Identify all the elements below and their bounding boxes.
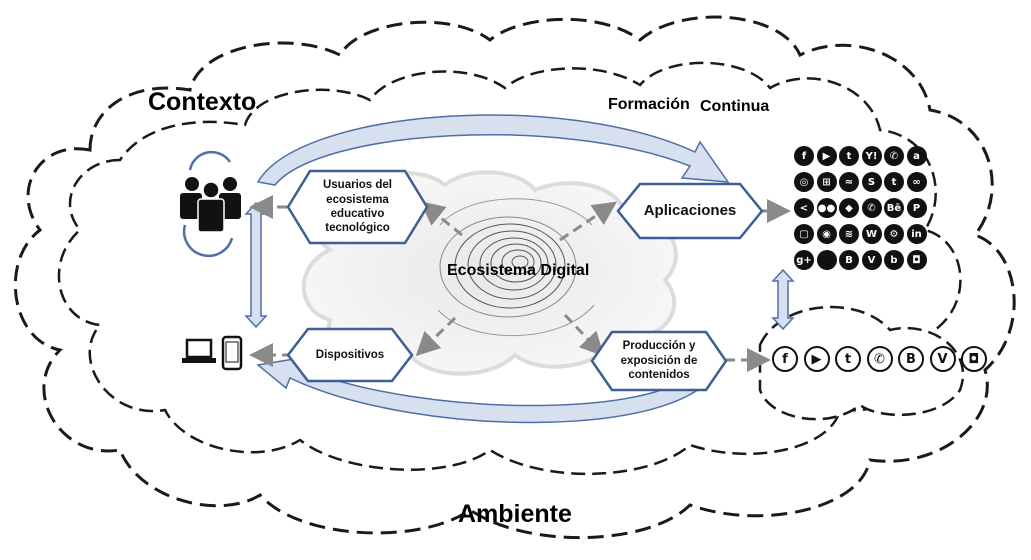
aplicaciones-node: Aplicaciones: [630, 184, 750, 238]
amazon-icon: a: [906, 146, 927, 166]
dispositivos-label: Dispositivos: [315, 348, 385, 361]
hex-dispositivos: [286, 327, 414, 383]
produccion-line: contenidos: [628, 369, 690, 382]
produccion-line: Producción y: [622, 340, 696, 353]
twitter-icon: t: [835, 346, 861, 372]
usuarios-line: tecnológico: [325, 222, 390, 235]
youtube-icon: ▶: [803, 346, 830, 372]
right-cloud-bump: [758, 305, 965, 421]
users-icon: [180, 150, 241, 258]
devices-icon: [182, 335, 243, 371]
usuarios-line: Usuarios del: [322, 179, 393, 192]
continua-label: Continua: [700, 98, 770, 115]
right-double-arrow: [771, 268, 795, 331]
whatsapp-icon: ✆: [884, 146, 904, 166]
vine-icon: V: [861, 250, 882, 270]
usuarios-line: educativo: [330, 208, 385, 220]
rss-icon: ≈: [839, 172, 859, 192]
hex-usuarios: [286, 169, 429, 245]
lastfm-icon: ∞: [906, 172, 927, 192]
wifi-icon: ≋: [839, 224, 859, 244]
windows-icon: ⊞: [816, 172, 837, 192]
dispositivos-node: Dispositivos: [300, 329, 400, 381]
linkedin-icon: in: [906, 224, 927, 244]
produccion-node: Producción y exposición de contenidos: [604, 332, 714, 390]
apple-icon: [816, 250, 837, 270]
yahoo-icon: Y!: [861, 146, 882, 166]
share-icon: <: [794, 198, 814, 218]
aplicaciones-label: Aplicaciones: [643, 201, 737, 219]
facebook-icon: f: [772, 346, 798, 372]
facebook-icon: f: [794, 146, 814, 166]
usuarios-line: ecosistema: [326, 193, 389, 206]
instagram-icon: ◘: [906, 250, 927, 270]
android-icon: ◉: [816, 224, 837, 244]
usuarios-node: Usuarios del ecosistema educativo tecnol…: [300, 171, 415, 243]
chat-icon: ◆: [839, 198, 859, 218]
clipboard-icon: ▢: [794, 224, 814, 244]
ambiente-label: Ambiente: [458, 500, 572, 528]
twitter-icon: t: [839, 146, 859, 166]
youtube-icon: ▶: [816, 146, 837, 166]
phone-icon: ✆: [861, 198, 882, 218]
dribbble-icon: ◎: [794, 172, 814, 192]
settings-icon: ⚙: [884, 224, 904, 244]
whatsapp-icon: ✆: [866, 346, 893, 372]
formacion-label: Formación: [608, 96, 690, 113]
googleplus-icon: g+: [794, 250, 814, 270]
dashed-connectors: [249, 195, 791, 372]
top-curved-arrow: [256, 114, 730, 186]
vine-icon: V: [929, 346, 956, 372]
spiral: [437, 198, 595, 337]
blogger-b-icon: b: [884, 250, 904, 270]
blogger-icon: B: [839, 250, 859, 270]
behance-icon: Bē: [884, 198, 904, 218]
hex-aplicaciones: [616, 182, 764, 240]
produccion-line: exposición de: [620, 354, 698, 367]
instagram-icon: ◘: [961, 346, 987, 372]
tumblr-icon: t: [884, 172, 904, 192]
flickr-icon: ●●: [816, 198, 837, 218]
pinterest-icon: P: [906, 198, 927, 218]
wordpress-icon: W: [861, 224, 882, 244]
skype-icon: S: [861, 172, 882, 192]
ecosistema-label: Ecosistema Digital: [447, 262, 590, 279]
contexto-label: Contexto: [148, 88, 257, 116]
hex-produccion: [590, 330, 728, 392]
blogger-icon: B: [898, 346, 924, 372]
